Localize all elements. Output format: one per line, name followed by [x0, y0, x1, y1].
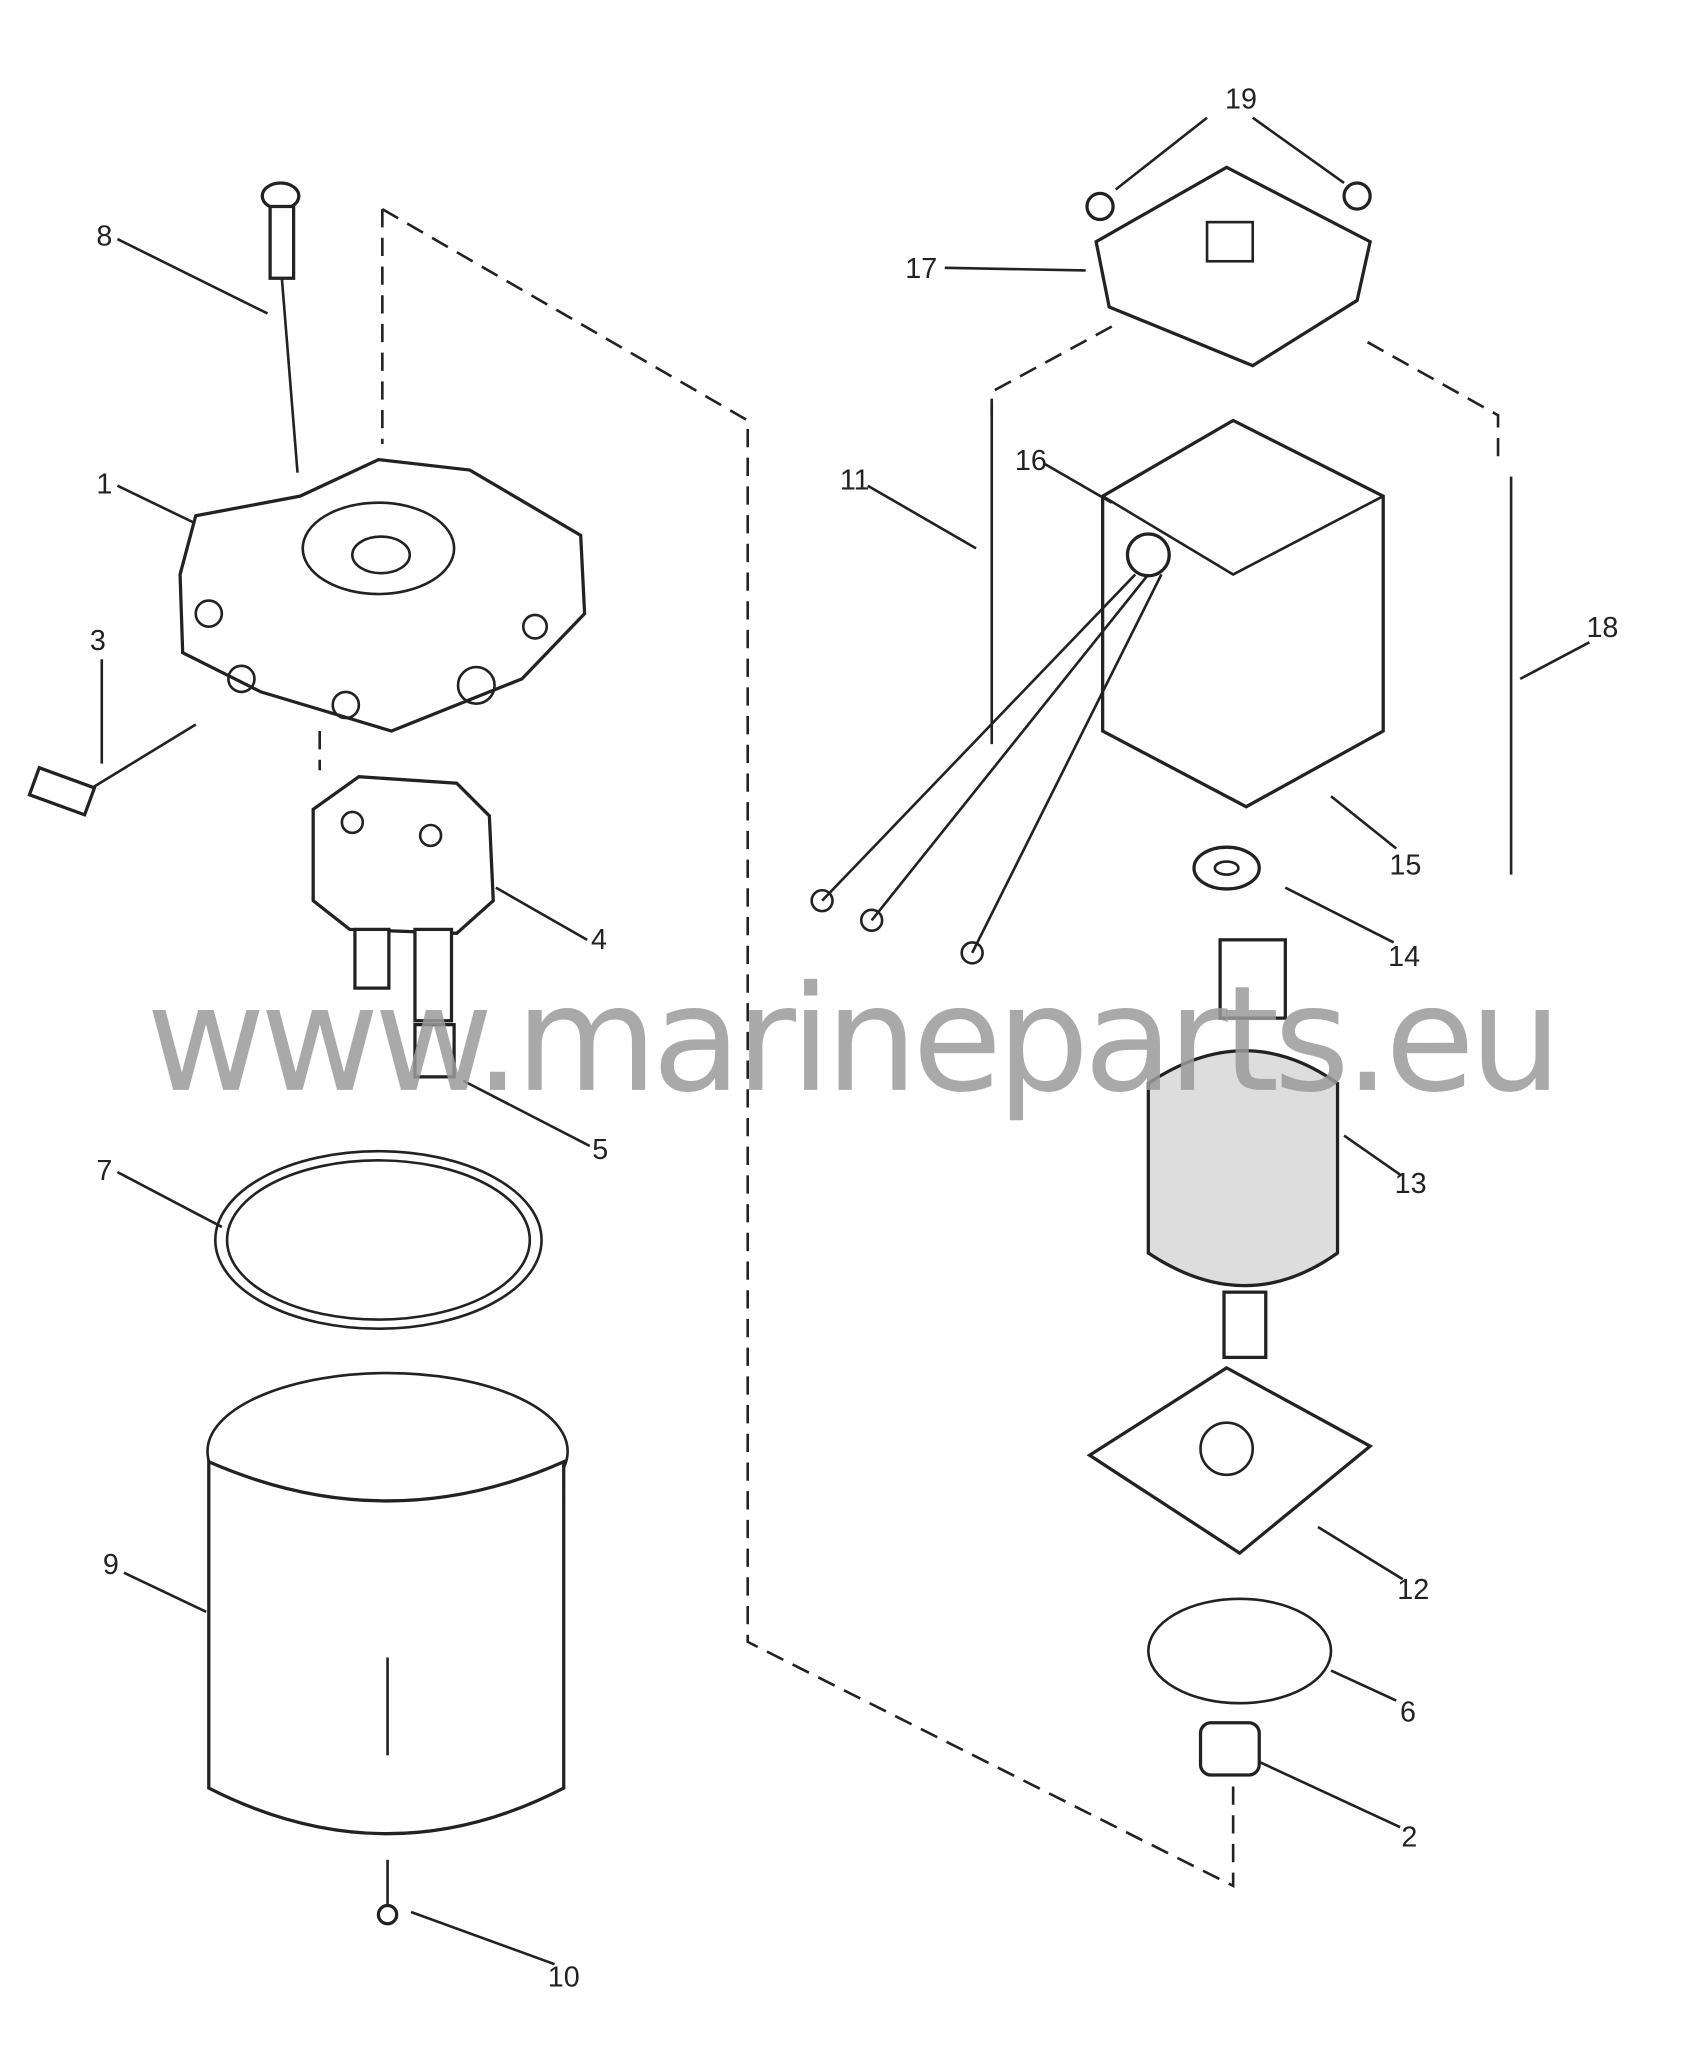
callout-9: 9 — [103, 1549, 119, 1581]
part-5-fitting[interactable] — [413, 1023, 456, 1079]
part-14-washer[interactable] — [1192, 845, 1261, 891]
part-13-armature[interactable] — [1146, 938, 1340, 1360]
callout-10: 10 — [548, 1961, 580, 1993]
callout-2: 2 — [1401, 1822, 1417, 1854]
part-19-nut-left[interactable] — [1085, 191, 1115, 222]
part-12-end-plate[interactable] — [1086, 1365, 1374, 1556]
part-15-motor[interactable] — [810, 418, 1385, 965]
part-17-cover[interactable] — [1094, 165, 1373, 368]
callout-17: 17 — [905, 253, 937, 285]
callout-1: 1 — [96, 469, 112, 501]
callout-6: 6 — [1400, 1696, 1416, 1728]
part-1-pump-body[interactable] — [178, 457, 587, 733]
callout-19: 19 — [1225, 84, 1257, 116]
callout-8: 8 — [96, 221, 112, 253]
callout-15: 15 — [1389, 850, 1421, 882]
callout-13: 13 — [1395, 1168, 1427, 1200]
watermark: www.marineparts.eu — [146, 955, 1562, 1125]
assembly-line-left — [318, 207, 1235, 1889]
callout-7: 7 — [96, 1155, 112, 1187]
part-2-coupler[interactable] — [1198, 1721, 1261, 1777]
callout-3: 3 — [90, 625, 106, 657]
callout-16: 16 — [1015, 445, 1047, 477]
part-9-reservoir[interactable] — [206, 1371, 569, 1836]
callout-14: 14 — [1388, 941, 1420, 973]
callout-4: 4 — [591, 924, 607, 956]
part-19-nut-right[interactable] — [1342, 181, 1372, 211]
part-16-grommet[interactable] — [1125, 532, 1171, 578]
callout-12: 12 — [1397, 1574, 1429, 1606]
part-4-pump[interactable] — [311, 775, 495, 1023]
callout-5: 5 — [592, 1134, 608, 1166]
part-6-o-ring[interactable] — [1147, 1597, 1333, 1705]
part-10-screw[interactable] — [376, 1859, 399, 1926]
callout-11: 11 — [840, 465, 870, 497]
leader-lines — [100, 116, 1590, 1966]
part-3-valve[interactable] — [27, 723, 197, 817]
part-7-o-ring[interactable] — [214, 1149, 543, 1331]
part-8-dipstick[interactable] — [260, 181, 301, 473]
callout-18: 18 — [1586, 612, 1618, 644]
